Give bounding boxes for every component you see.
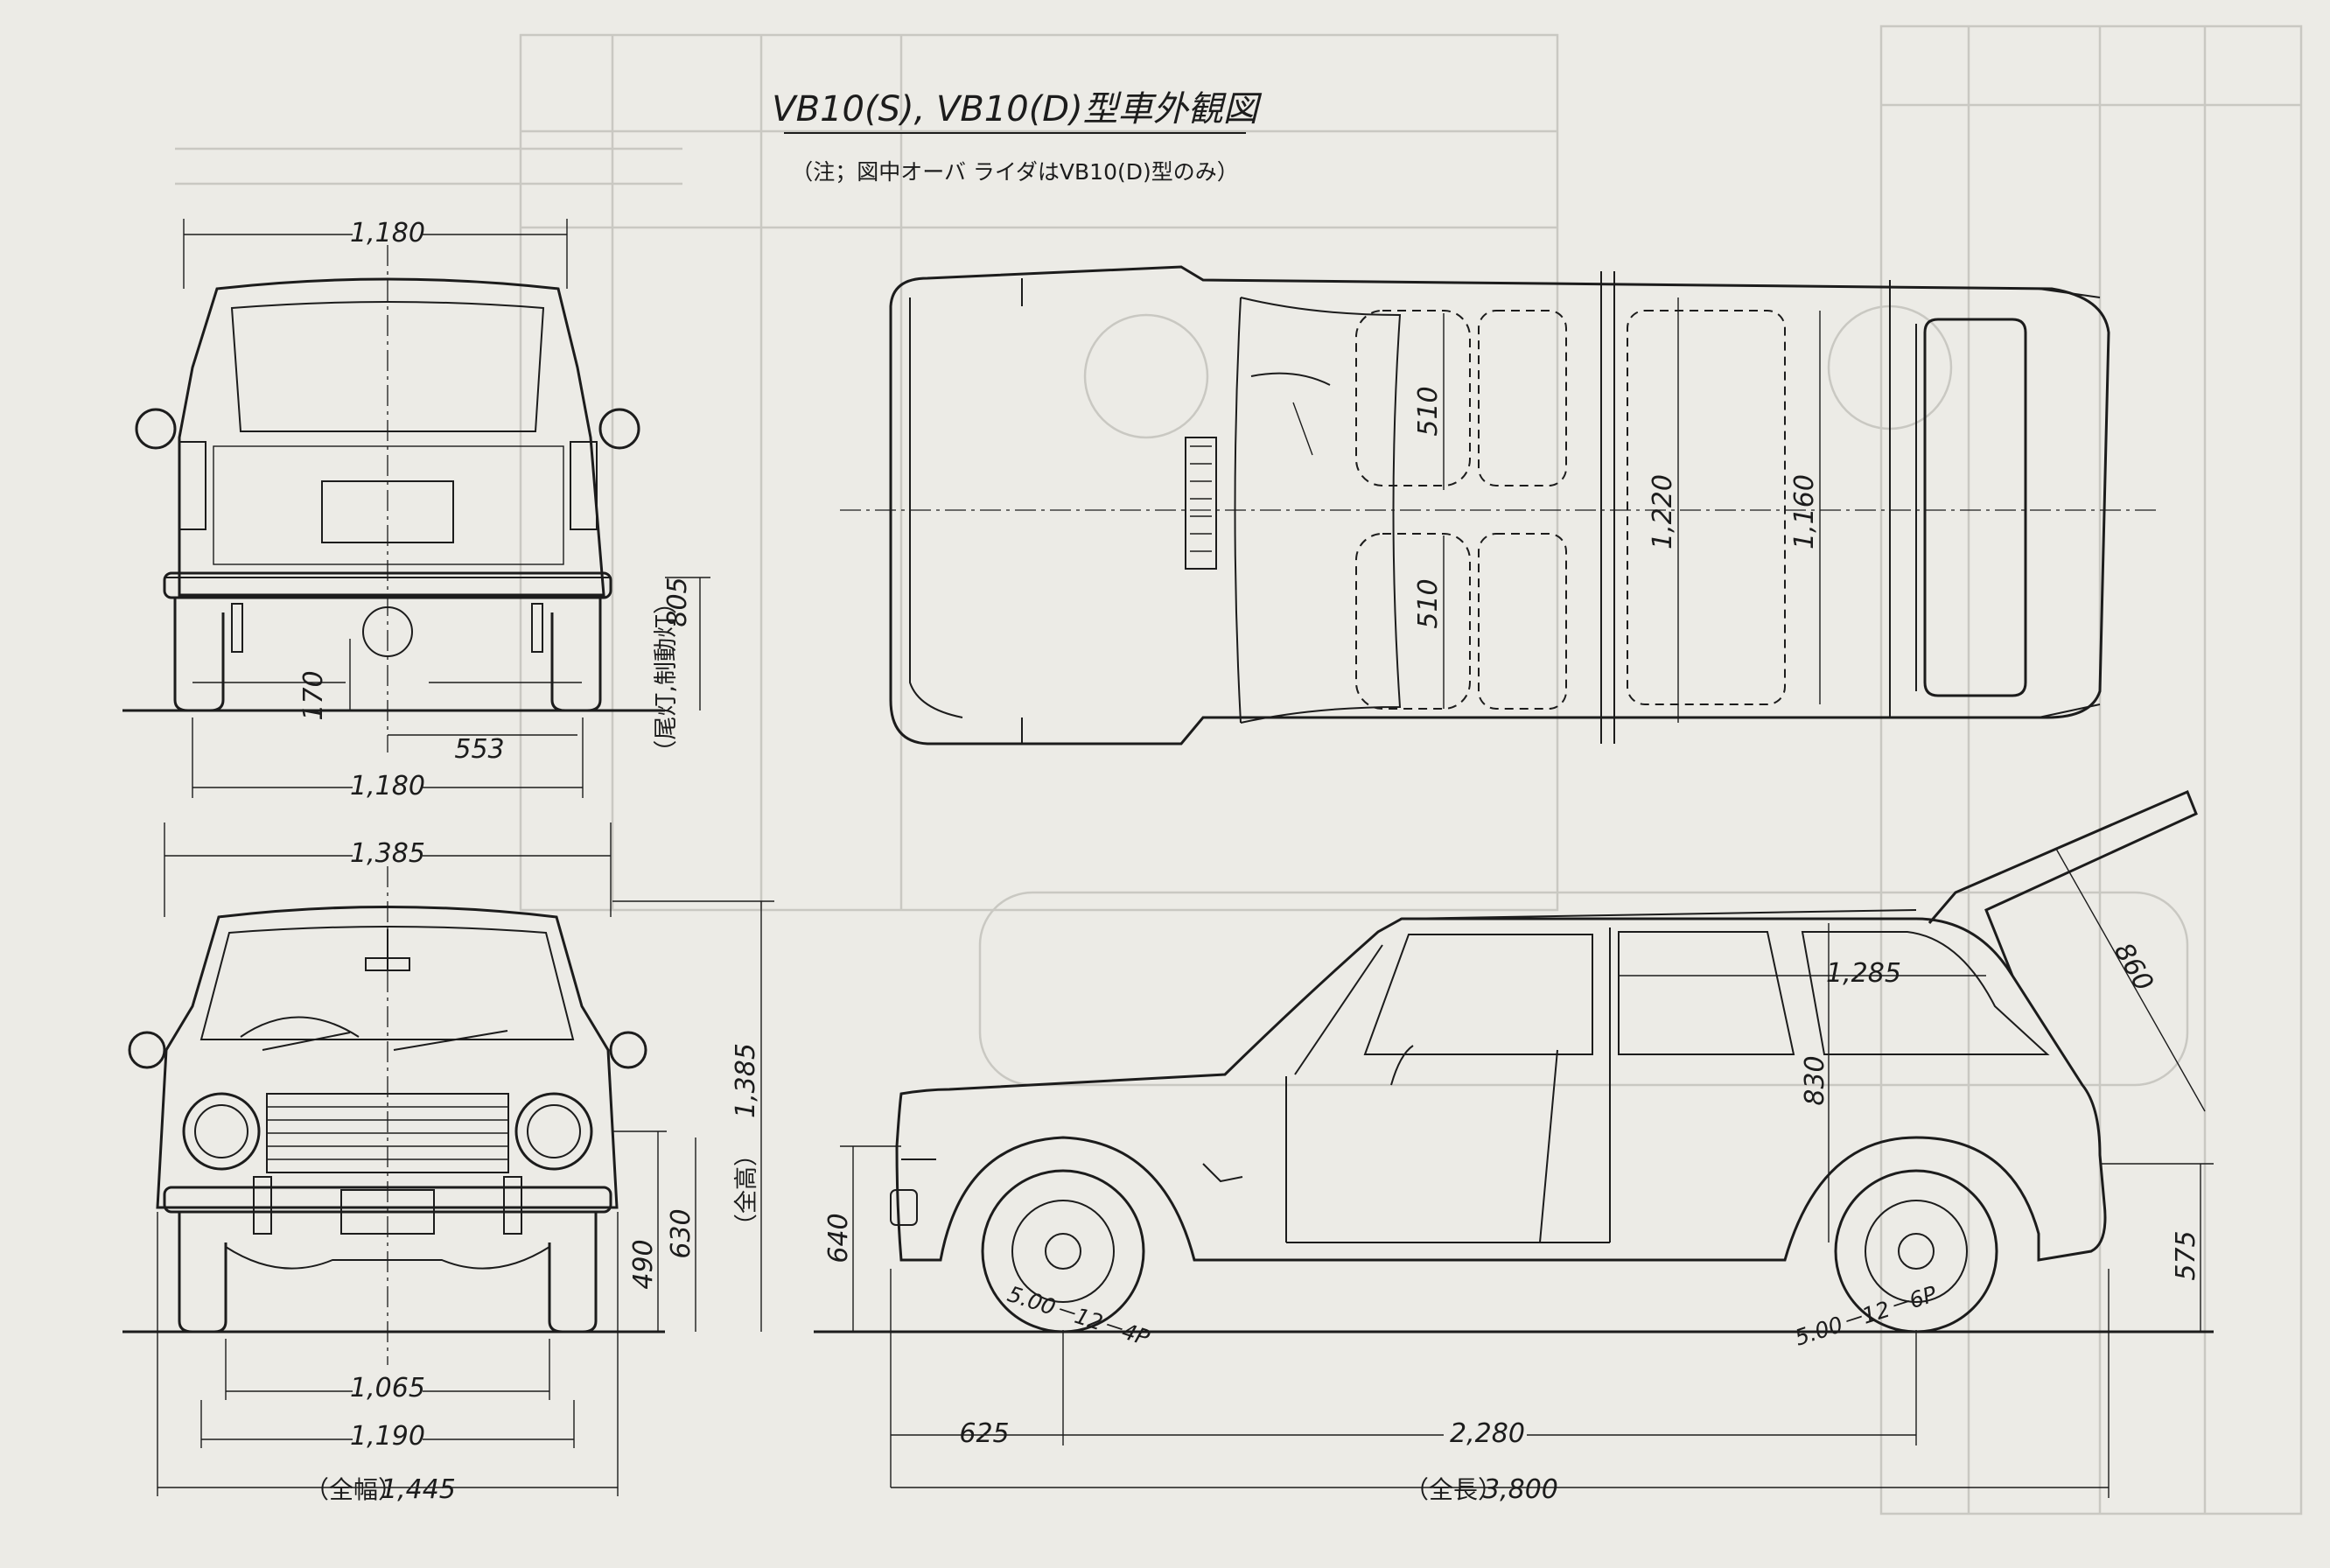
bleed-through <box>175 24 2303 1516</box>
lamp-height: 805 <box>662 577 693 626</box>
front-overhang: 625 <box>959 1418 1009 1449</box>
front-tire-spec: 5.00－12－4P <box>1004 1281 1153 1351</box>
overall-length: 3,800 <box>1483 1474 1558 1505</box>
drawing-title: VB10(S), VB10(D)型車外観図 <box>772 89 1262 130</box>
overall-height: 1,385 <box>731 1043 761 1118</box>
rear-575: 575 <box>2171 1230 2201 1280</box>
overall-width-label: （全幅） <box>304 1475 402 1504</box>
overall-height-label: （全高） <box>733 1143 760 1237</box>
side-view: 5.00－12－4P 5.00－12－6P <box>814 790 2214 1351</box>
front-dimensions: 1,385 1,065 1,190 （全幅） 1,445 490 630 1,3… <box>157 822 774 1505</box>
drawing-note: （注；図中オーバ ライダはVB10(D)型のみ） <box>791 159 1239 185</box>
lamp-label: （尾灯,制動灯） <box>653 591 680 764</box>
front-width-top: 1,385 <box>350 838 425 869</box>
front-tread: 1,065 <box>350 1373 425 1404</box>
rear-tire-spec: 5.00－12－6P <box>1792 1281 1941 1351</box>
tailgate-dimension: 860 <box>2108 938 2159 997</box>
top-view <box>840 265 2161 746</box>
cargo-width: 1,160 <box>1789 474 1820 550</box>
overall-length-label: （全長） <box>1404 1475 1502 1504</box>
headlamp-630: 630 <box>666 1208 696 1258</box>
rear-width-bottom: 1,180 <box>350 771 425 802</box>
interior-width: 1,220 <box>1648 474 1678 550</box>
front-width-1190: 1,190 <box>350 1421 425 1452</box>
rear-tread: 553 <box>454 734 504 765</box>
wheelbase: 2,280 <box>1450 1418 1525 1449</box>
cargo-height: 830 <box>1800 1055 1830 1105</box>
side-dimensions: 640 625 2,280 （全長） 3,800 1,285 830 860 5… <box>823 848 2214 1505</box>
headlamp-490: 490 <box>628 1239 659 1289</box>
rear-seat-width: 510 <box>1413 578 1444 628</box>
rear-view <box>122 245 665 752</box>
rear-dimensions: 1,180 1,180 553 170 805 （尾灯,制動灯） <box>183 215 710 802</box>
cargo-length: 1,285 <box>1826 958 1901 989</box>
front-seat-width: 510 <box>1413 386 1444 436</box>
rear-width-top: 1,180 <box>350 218 425 248</box>
front-view <box>122 866 665 1365</box>
overall-width: 1,445 <box>381 1474 456 1505</box>
side-bumper-640: 640 <box>823 1213 854 1263</box>
top-dimensions: 510 510 1,220 1,160 <box>1413 298 1821 723</box>
rear-bumper-height: 170 <box>298 670 329 720</box>
